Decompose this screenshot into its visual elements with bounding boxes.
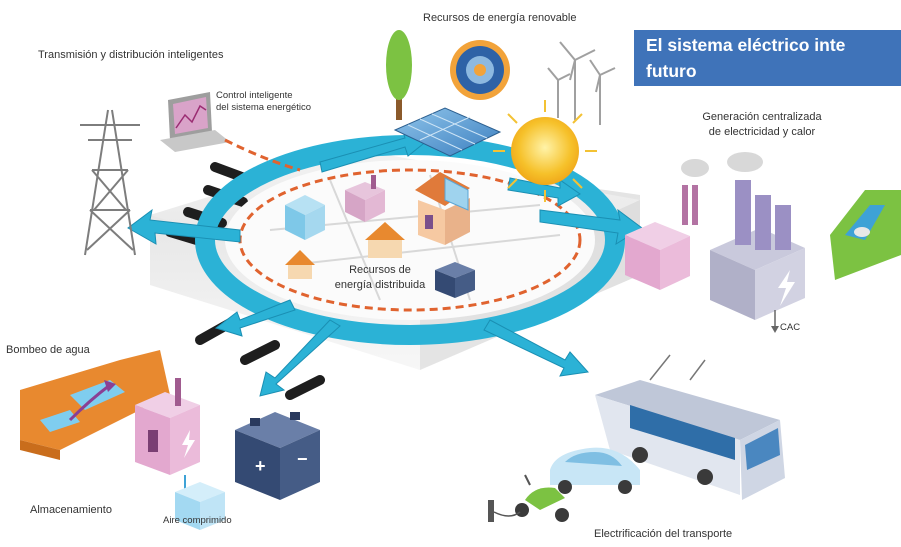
pump-storage-icon (20, 350, 170, 460)
battery-icon: + − (235, 412, 320, 500)
sun-icon (493, 100, 597, 202)
house-icon (285, 172, 470, 279)
label-centralized-line-1: Generación centralizada (702, 111, 822, 123)
svg-text:+: + (255, 456, 266, 476)
dam-icon (830, 190, 901, 280)
label-renewables: Recursos de energía renovable (423, 12, 577, 24)
label-compressed-air: Aire comprimido (163, 515, 232, 526)
title-banner: El sistema eléctrico inte futuro (634, 30, 901, 86)
hydro-turbine-icon (450, 40, 510, 100)
scooter-icon (515, 474, 569, 522)
car-icon (550, 447, 640, 494)
label-transmission: Transmisión y distribución inteligentes (38, 49, 224, 61)
computer-monitor-icon (160, 92, 230, 152)
storage-building (135, 378, 200, 490)
label-control-line-2: del sistema energético (216, 102, 312, 113)
transmission-tower-icon (80, 109, 140, 256)
control-link (224, 138, 301, 172)
charger-icon (488, 500, 521, 522)
tram-icon (595, 354, 785, 500)
title-line-1: El sistema eléctrico inte (646, 35, 846, 55)
label-transport: Electrificación del transporte (594, 528, 733, 540)
label-water-pumping: Bombeo de agua (6, 344, 90, 356)
battery-icon (435, 262, 475, 298)
compressed-air-tank-icon (175, 482, 225, 530)
factory-icon (625, 152, 805, 333)
tree-icon (386, 30, 412, 120)
label-centralized-line-2: de electricidad y calor (708, 126, 816, 138)
solar-panel-icon (393, 107, 502, 157)
label-storage: Almacenamiento (30, 504, 112, 516)
wind-turbine-icon (547, 41, 616, 125)
title-line-2: futuro (646, 61, 697, 81)
label-control-line-1: Control inteligente (216, 90, 293, 101)
label-cac: CAC (780, 322, 801, 333)
label-distributed-line-2: energía distribuida (334, 279, 426, 291)
svg-text:−: − (297, 449, 308, 469)
label-distributed-line-1: Recursos de (349, 264, 411, 276)
